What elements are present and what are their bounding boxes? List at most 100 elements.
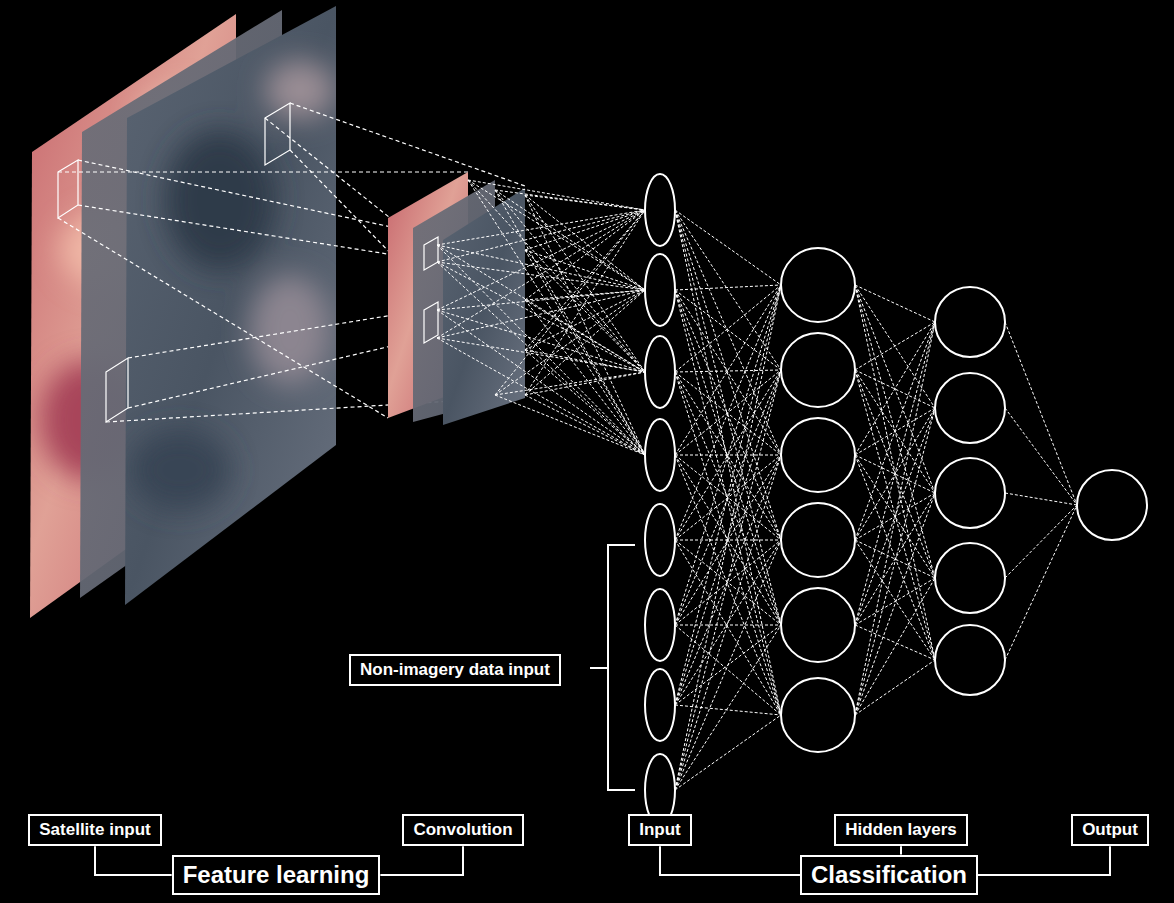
- kernel-line: [290, 103, 525, 186]
- label-box: Convolution: [402, 814, 523, 846]
- weight-line: [675, 625, 781, 626]
- weight-line: [495, 190, 645, 455]
- weight-line: [495, 190, 645, 210]
- weight-line: [675, 370, 781, 625]
- weight-line: [675, 715, 781, 790]
- weight-line: [525, 195, 645, 290]
- satellite-layers: [30, 6, 336, 618]
- weight-line: [675, 540, 781, 790]
- weight-line: [675, 210, 781, 540]
- label-box: Input: [628, 814, 692, 846]
- box-label: Feature learning: [183, 861, 370, 890]
- input-neuron: [645, 174, 675, 246]
- label-box: Output: [1071, 814, 1149, 846]
- weight-line: [855, 370, 935, 660]
- weight-line: [525, 210, 645, 250]
- weight-line: [675, 370, 781, 705]
- weight-line: [855, 322, 935, 715]
- hidden-neuron: [935, 287, 1005, 357]
- hidden-neuron: [781, 503, 855, 577]
- kernel-window: [265, 103, 290, 165]
- weight-line: [675, 455, 781, 625]
- weight-line: [675, 540, 781, 715]
- weight-line: [525, 250, 645, 372]
- weight-line: [437, 338, 645, 455]
- weight-line: [675, 455, 781, 540]
- bracket: [590, 545, 635, 790]
- input-neuron: [645, 254, 675, 326]
- input-neuron: [645, 589, 675, 661]
- weight-line: [855, 285, 935, 493]
- weight-line: [675, 455, 781, 540]
- texture-blob: [130, 430, 230, 510]
- weight-line: [525, 210, 645, 300]
- texture-blob: [250, 275, 330, 385]
- weight-line: [855, 660, 935, 715]
- weight-line: [675, 625, 781, 715]
- feature-map: [443, 188, 525, 425]
- weight-line: [525, 195, 645, 455]
- weight-line: [855, 285, 935, 578]
- box-label: Classification: [811, 861, 967, 890]
- kernel-line: [58, 171, 468, 172]
- weight-line: [437, 310, 645, 455]
- weight-line: [855, 493, 935, 715]
- weight-line: [437, 245, 645, 372]
- weight-line: [437, 210, 645, 245]
- weight-line: [675, 372, 781, 715]
- kernel-window: [58, 160, 78, 218]
- box-label: Satellite input: [39, 820, 150, 840]
- label-box: Hidden layers: [834, 814, 968, 846]
- weight-line: [437, 245, 645, 455]
- weight-line: [675, 455, 781, 790]
- weight-line: [525, 350, 645, 372]
- kernel-line: [58, 218, 388, 418]
- weight-line: [675, 210, 781, 455]
- hidden-neuron: [935, 458, 1005, 528]
- hidden-neuron: [781, 418, 855, 492]
- label-box: Feature learning: [172, 855, 381, 896]
- weight-line: [675, 370, 781, 372]
- hidden-neuron: [781, 333, 855, 407]
- weight-line: [675, 540, 781, 625]
- hidden-neuron: [781, 678, 855, 752]
- weight-line: [437, 262, 645, 455]
- input-neuron: [645, 419, 675, 491]
- weight-line: [675, 290, 781, 370]
- input-neuron: [645, 669, 675, 741]
- bracket-connector: [380, 846, 463, 875]
- weight-line: [468, 180, 645, 455]
- weight-line: [855, 540, 935, 660]
- input-neuron: [645, 336, 675, 408]
- weight-line: [675, 285, 781, 540]
- box-label: Hidden layers: [845, 820, 957, 840]
- weight-line: [468, 180, 645, 290]
- weight-line: [525, 290, 645, 350]
- weight-line: [675, 370, 781, 790]
- weight-line: [437, 290, 645, 310]
- weight-line: [855, 322, 935, 625]
- box-label: Input: [639, 820, 681, 840]
- weight-line: [675, 455, 781, 625]
- weight-line: [525, 395, 645, 455]
- weight-line: [855, 285, 935, 660]
- weight-line: [675, 625, 781, 790]
- weight-line: [437, 290, 645, 338]
- texture-blob: [265, 60, 335, 120]
- label-box: Non-imagery data input: [349, 654, 561, 686]
- weight-line: [855, 455, 935, 660]
- weight-line: [495, 190, 645, 290]
- weight-line: [675, 285, 781, 455]
- weight-line: [1005, 505, 1077, 660]
- weight-line: [525, 290, 645, 395]
- weight-line: [675, 370, 781, 455]
- weight-line: [675, 540, 781, 625]
- hidden-neuron: [781, 588, 855, 662]
- box-label: Non-imagery data input: [360, 660, 550, 680]
- bracket-connector: [978, 846, 1110, 875]
- label-box: Classification: [800, 855, 978, 896]
- texture-blob: [165, 130, 275, 270]
